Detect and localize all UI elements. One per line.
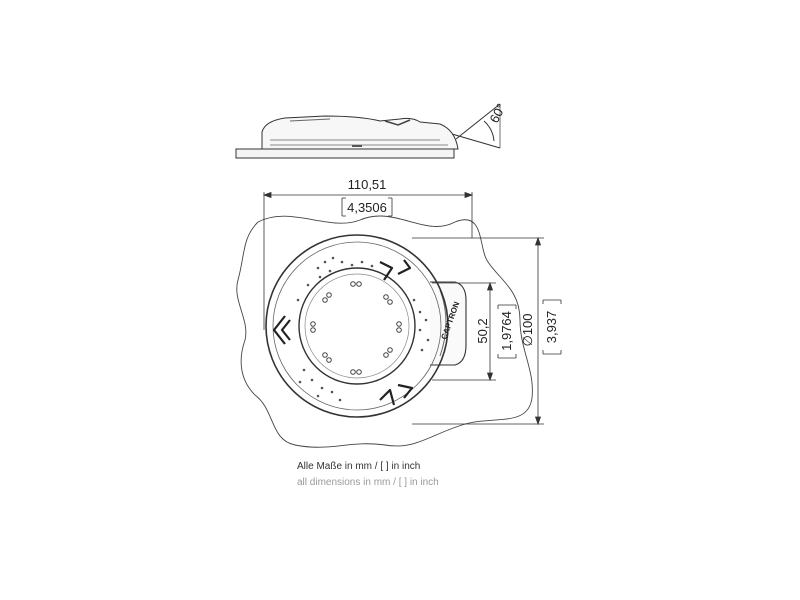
diameter-dimension bbox=[412, 236, 562, 426]
diameter-inch-label: 3,937 bbox=[544, 311, 559, 344]
mounting-holes bbox=[310, 281, 402, 375]
arrow-markers bbox=[272, 259, 414, 406]
arrow-marker-top-right bbox=[379, 259, 412, 281]
inner-mm-label: 50,2 bbox=[475, 318, 490, 343]
inner-dimension bbox=[432, 281, 517, 382]
inner-ring bbox=[298, 267, 416, 385]
inner-inch-label: 1,9764 bbox=[499, 311, 514, 351]
mounting-surface-outline bbox=[236, 215, 533, 448]
side-view-housing bbox=[261, 115, 459, 150]
dot-pattern bbox=[296, 256, 430, 402]
side-view bbox=[235, 103, 501, 159]
width-dimension bbox=[262, 191, 474, 330]
outer-ring bbox=[265, 234, 449, 418]
units-note-german: Alle Maße in mm / [ ] in inch bbox=[297, 461, 421, 472]
arrow-marker-left bbox=[272, 315, 291, 345]
sensor-housing bbox=[265, 234, 467, 418]
units-note-english: all dimensions in mm / [ ] in inch bbox=[297, 477, 439, 488]
arrow-marker-bottom-right bbox=[379, 383, 414, 406]
width-mm-label: 110,51 bbox=[348, 177, 387, 192]
diameter-mm-label: ∅100 bbox=[520, 313, 535, 346]
width-inch-label: 4,3506 bbox=[347, 200, 387, 215]
angle-label: 60° bbox=[486, 101, 508, 125]
side-view-base-plate bbox=[235, 148, 455, 159]
